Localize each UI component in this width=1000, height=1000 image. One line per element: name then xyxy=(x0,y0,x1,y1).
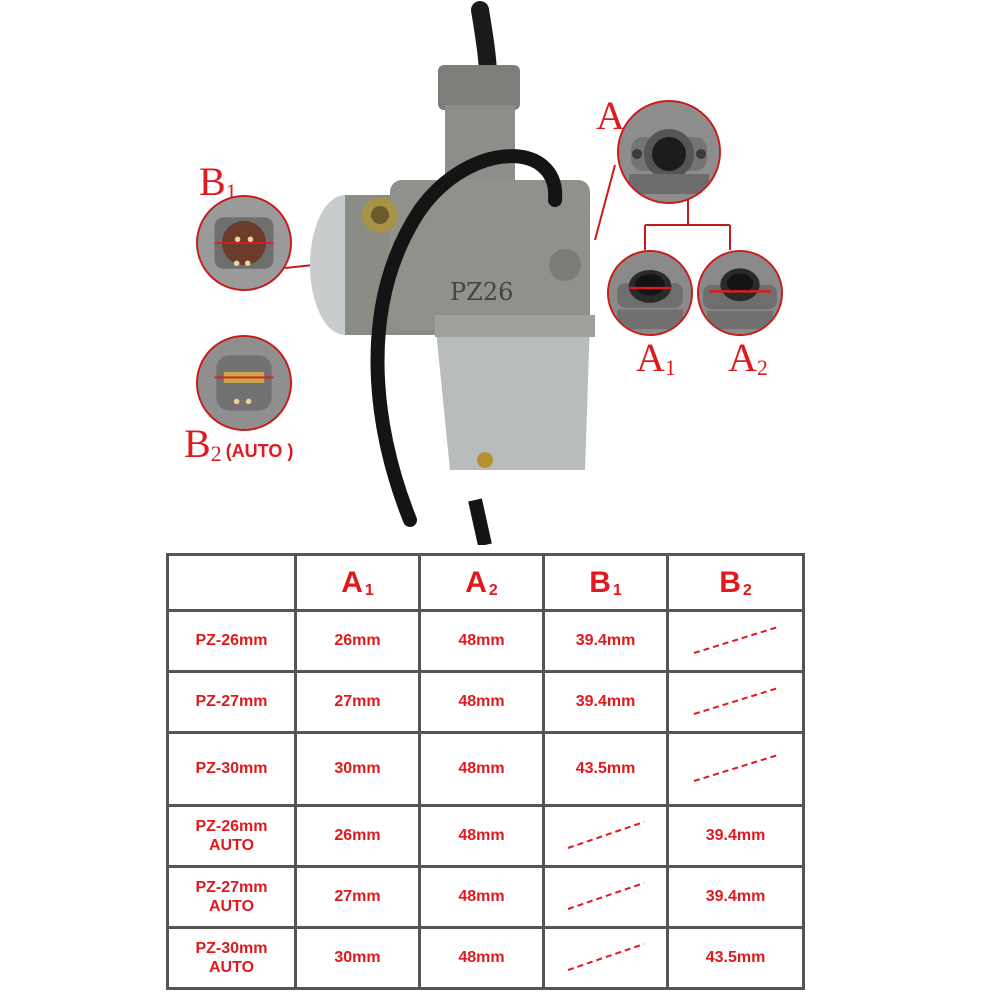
label-b1-letter: B xyxy=(199,159,226,204)
b1-value-cell: 39.4mm xyxy=(542,670,669,734)
carburetor-image: PZ26 xyxy=(300,0,600,545)
b2-value-cell: 39.4mm xyxy=(666,804,805,868)
label-a2-sub: 2 xyxy=(756,355,768,380)
label-a2: A2 xyxy=(728,335,768,380)
model-cell: PZ-30mm xyxy=(166,731,297,807)
label-b2-auto: (AUTO ) xyxy=(225,441,294,461)
label-b1: B1 xyxy=(199,159,237,204)
model-cell: PZ-26mm xyxy=(166,609,297,673)
label-b1-sub: 1 xyxy=(225,179,237,204)
b2-not-applicable-dash xyxy=(666,731,805,807)
b1-port-detail-image xyxy=(196,195,292,291)
label-b2: B2(AUTO ) xyxy=(184,421,294,466)
a2-value-cell: 48mm xyxy=(418,865,545,929)
a1-value-cell: 30mm xyxy=(294,731,421,807)
b1-value-cell: 39.4mm xyxy=(542,609,669,673)
a2-value-cell: 48mm xyxy=(418,670,545,734)
b1-not-applicable-dash xyxy=(542,804,669,868)
b2-value-cell: 43.5mm xyxy=(666,926,805,990)
b2-not-applicable-dash xyxy=(666,609,805,673)
model-line: AUTO xyxy=(208,837,255,854)
carb-marking: PZ26 xyxy=(450,278,513,306)
label-a1: A1 xyxy=(636,335,676,380)
a2-flange-detail-image xyxy=(697,250,783,336)
label-b2-letter: B xyxy=(184,421,211,466)
label-a-letter: A xyxy=(596,93,625,138)
model-line: PZ-27mm xyxy=(195,878,268,896)
label-a2-letter: A xyxy=(728,335,757,380)
model-cell: PZ-27mm xyxy=(166,670,297,734)
model-line: PZ-26mm xyxy=(195,817,268,835)
a1-value-cell: 26mm xyxy=(294,609,421,673)
a2-value-cell: 48mm xyxy=(418,609,545,673)
model-line: PZ-30mm xyxy=(195,939,268,957)
b2-port-detail-image xyxy=(196,335,292,431)
label-a1-letter: A xyxy=(636,335,665,380)
header-a2-letter: A xyxy=(465,565,487,599)
a2-value-cell: 48mm xyxy=(418,926,545,990)
header-b1-sub: 1 xyxy=(612,581,622,599)
a1-value-cell: 26mm xyxy=(294,804,421,868)
a1-value-cell: 27mm xyxy=(294,670,421,734)
label-a: A xyxy=(596,96,625,136)
a2-value-cell: 48mm xyxy=(418,731,545,807)
model-line: PZ-26mm xyxy=(195,632,268,650)
b1-value-cell: 43.5mm xyxy=(542,731,669,807)
a1-value-cell: 27mm xyxy=(294,865,421,929)
model-line: PZ-27mm xyxy=(195,693,268,711)
header-b2-letter: B xyxy=(719,565,741,599)
label-b2-sub: 2 xyxy=(210,441,222,466)
a2-value-cell: 48mm xyxy=(418,804,545,868)
b1-not-applicable-dash xyxy=(542,926,669,990)
model-line: AUTO xyxy=(208,898,255,915)
header-a1-sub: 1 xyxy=(364,581,374,599)
b1-not-applicable-dash xyxy=(542,865,669,929)
b2-value-cell: 39.4mm xyxy=(666,865,805,929)
a-flange-detail-image xyxy=(617,100,721,204)
header-a1-letter: A xyxy=(341,565,363,599)
label-a1-sub: 1 xyxy=(664,355,676,380)
model-line: AUTO xyxy=(208,959,255,976)
model-line: PZ-30mm xyxy=(195,760,268,778)
b2-not-applicable-dash xyxy=(666,670,805,734)
header-b2-sub: 2 xyxy=(742,581,752,599)
a1-value-cell: 30mm xyxy=(294,926,421,990)
detail-connectors xyxy=(594,164,731,250)
header-b1-letter: B xyxy=(589,565,611,599)
header-model xyxy=(166,553,297,612)
header-a2-sub: 2 xyxy=(488,581,498,599)
a1-flange-detail-image xyxy=(607,250,693,336)
